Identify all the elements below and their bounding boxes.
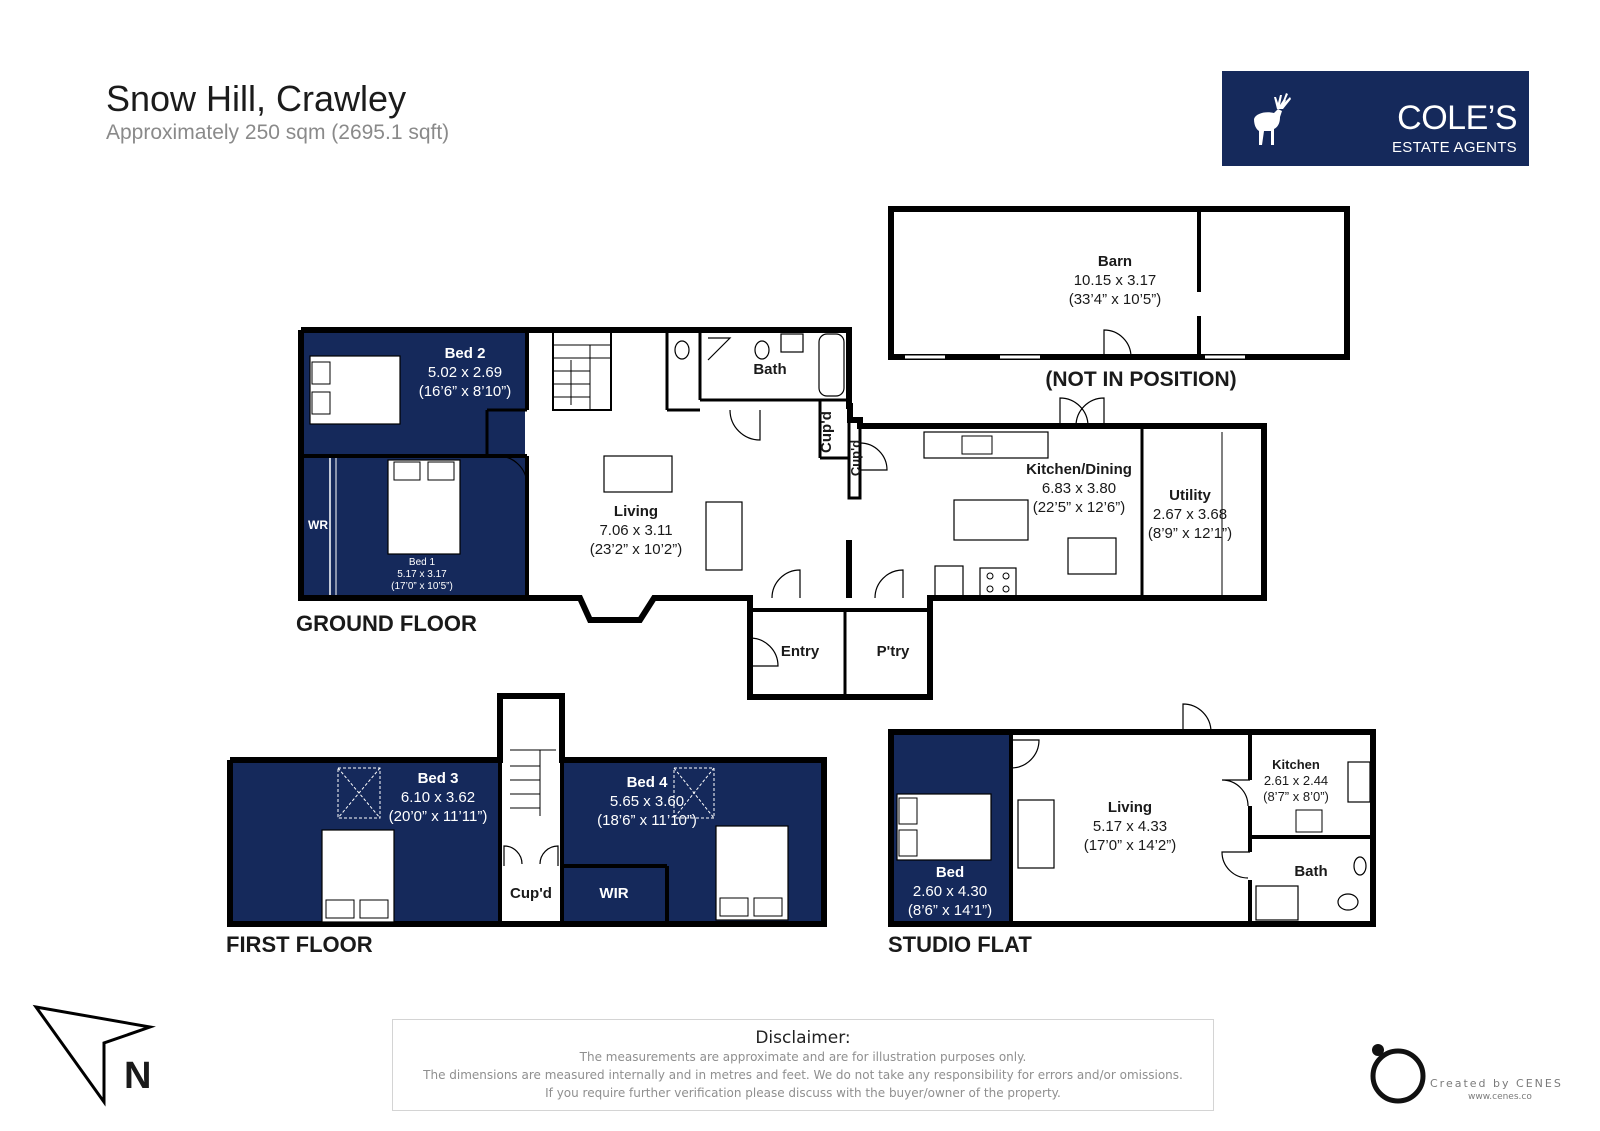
- bed2-label: Bed 2: [445, 345, 486, 362]
- agent-logo: COLE’S ESTATE AGENTS: [1222, 71, 1529, 166]
- studio-kitchen-label: Kitchen: [1272, 757, 1320, 772]
- studio-living-metric: 5.17 x 4.33: [1093, 818, 1167, 835]
- studio-bed-imperial: (8’6” x 14’1”): [908, 902, 992, 919]
- north-label: N: [124, 1055, 151, 1097]
- kitchen-dining-label: Kitchen/Dining: [1026, 461, 1132, 478]
- page-subtitle: Approximately 250 sqm (2695.1 sqft): [106, 121, 450, 144]
- disclaimer-box: Disclaimer: The measurements are approxi…: [392, 1019, 1214, 1111]
- page-title: Snow Hill, Crawley: [106, 78, 407, 119]
- bed1-metric: 5.17 x 3.17: [397, 569, 447, 580]
- ground-floor-label: GROUND FLOOR: [296, 611, 477, 636]
- studio-living-imperial: (17’0” x 14’2”): [1084, 837, 1177, 854]
- bed3-imperial: (20’0” x 11’11”): [389, 808, 488, 825]
- disclaimer-heading: Disclaimer:: [755, 1028, 851, 1048]
- bed4-metric: 5.65 x 3.60: [610, 793, 684, 810]
- agent-tagline: ESTATE AGENTS: [1391, 139, 1517, 156]
- bed4-label: Bed 4: [627, 774, 669, 791]
- cupd-label-a: Cup'd: [818, 411, 835, 453]
- utility-metric: 2.67 x 3.68: [1153, 506, 1227, 523]
- bed1-label: Bed 1: [409, 557, 436, 568]
- barn-outline: [888, 206, 1350, 360]
- bed3-label: Bed 3: [418, 770, 459, 787]
- living-metric: 7.06 x 3.11: [599, 522, 672, 539]
- studio-kitchen-metric: 2.61 x 2.44: [1264, 773, 1328, 788]
- disclaimer-line: If you require further verification plea…: [545, 1086, 1061, 1100]
- cenes-logo-icon: [1370, 1044, 1426, 1104]
- disclaimer-line: The dimensions are measured internally a…: [423, 1068, 1183, 1082]
- north-arrow-icon: [32, 1004, 156, 1107]
- entry-label: Entry: [781, 643, 820, 660]
- bed3-metric: 6.10 x 3.62: [401, 789, 475, 806]
- utility-label: Utility: [1169, 487, 1211, 504]
- studio-flat-plan: [888, 703, 1376, 927]
- credit-url: www.cenes.co: [1468, 1092, 1532, 1102]
- ground-floor-plan: [298, 327, 1267, 700]
- bed2-imperial: (16’6” x 8’10”): [419, 383, 512, 400]
- wr-label: WR: [308, 518, 328, 532]
- barn-metric: 10.15 x 3.17: [1074, 272, 1157, 289]
- bed1-imperial: (17’0” x 10’5”): [391, 581, 453, 592]
- kitchen-dining-imperial: (22’5” x 12’6”): [1033, 499, 1126, 516]
- pantry-label: P'try: [877, 643, 910, 660]
- studio-kitchen-imperial: (8’7” x 8’0”): [1263, 789, 1329, 804]
- not-in-position-note: (NOT IN POSITION): [1045, 368, 1236, 391]
- bed2-metric: 5.02 x 2.69: [428, 364, 502, 381]
- wir-label: WIR: [599, 885, 628, 902]
- bath-label: Bath: [753, 361, 786, 378]
- studio-bed-label: Bed: [936, 864, 964, 881]
- disclaimer-line: The measurements are approximate and are…: [579, 1050, 1027, 1064]
- living-label: Living: [614, 503, 658, 520]
- first-floor-plan: [227, 693, 827, 927]
- credit-text: Created by CENES: [1430, 1077, 1563, 1090]
- studio-bath-label: Bath: [1294, 863, 1327, 880]
- first-floor-label: FIRST FLOOR: [226, 932, 373, 957]
- agent-name: COLE’S: [1397, 99, 1517, 137]
- utility-imperial: (8’9” x 12’1”): [1148, 525, 1232, 542]
- stag-icon: [1254, 93, 1291, 145]
- studio-bed-metric: 2.60 x 4.30: [913, 883, 987, 900]
- cupd-first-label: Cup'd: [510, 885, 552, 902]
- studio-flat-label: STUDIO FLAT: [888, 932, 1032, 957]
- barn-label: Barn: [1098, 253, 1132, 270]
- barn-imperial: (33’4” x 10’5”): [1069, 291, 1162, 308]
- cupd-label-b: Cup'd: [848, 440, 863, 476]
- kitchen-dining-metric: 6.83 x 3.80: [1042, 480, 1116, 497]
- studio-living-label: Living: [1108, 799, 1152, 816]
- bed4-imperial: (18’6” x 11’10”): [597, 812, 697, 829]
- living-imperial: (23’2” x 10’2”): [590, 541, 683, 558]
